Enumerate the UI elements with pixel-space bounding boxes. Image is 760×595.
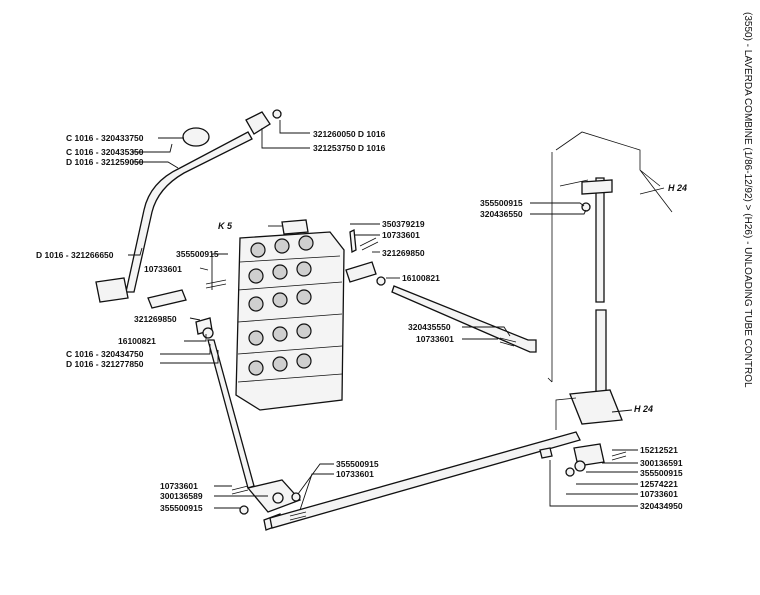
leader-lines <box>128 120 665 511</box>
callout-label: 10733601 <box>640 489 678 499</box>
callout-label: 300136591 <box>640 458 683 468</box>
callout-label: D 1016 - 321259050 <box>66 157 144 167</box>
lever-nut <box>272 109 282 119</box>
callout-label: C 1016 - 320433750 <box>66 133 144 143</box>
callout-label: D 1016 - 321266650 <box>36 250 114 260</box>
callout-labels: C 1016 - 320433750 C 1016 - 320435350 D … <box>36 129 687 513</box>
callout-label: C 1016 - 320435350 <box>66 147 144 157</box>
split-pin-upper <box>499 337 517 347</box>
lower-right-pin-cluster <box>539 443 627 477</box>
callout-label: 350379219 <box>382 219 425 229</box>
callout-label: 320434950 <box>640 501 683 511</box>
callout-label: 321253750 D 1016 <box>313 143 386 153</box>
callout-label: 10733601 <box>382 230 420 240</box>
callout-label: D 1016 - 321277850 <box>66 359 144 369</box>
callout-label: C 1016 - 320434750 <box>66 349 144 359</box>
lever-grip-sleeve <box>245 111 271 135</box>
callout-label: 321269850 <box>134 314 177 324</box>
callout-label: 10733601 <box>336 469 374 479</box>
callout-label: 355500915 <box>160 503 203 513</box>
callout-label: 10733601 <box>160 481 198 491</box>
callout-label: 321269850 <box>382 248 425 258</box>
callout-label: 321260050 D 1016 <box>313 129 386 139</box>
callout-label: 355500915 <box>336 459 379 469</box>
callout-label: 355500915 <box>480 198 523 208</box>
callout-label: 10733601 <box>416 334 454 344</box>
callout-label: 16100821 <box>118 336 156 346</box>
view-label-h24-top: H 24 <box>668 183 687 193</box>
callout-label: 16100821 <box>402 273 440 283</box>
callout-label: 10733601 <box>144 264 182 274</box>
view-label-k5: K 5 <box>218 221 233 231</box>
valve-link-parts <box>195 228 386 339</box>
callout-label: 300136589 <box>160 491 203 501</box>
view-label-h24-mid: H 24 <box>634 404 653 414</box>
callout-label: 355500915 <box>176 249 219 259</box>
callout-label: 12574221 <box>640 479 678 489</box>
bell-crank-assembly <box>231 431 581 531</box>
hand-lever <box>95 109 282 309</box>
page-title: (3550) - LAVERDA COMBINE (1/86-12/92) > … <box>742 12 753 388</box>
lever-handle <box>95 277 129 303</box>
linkage-rod-upper <box>391 285 537 353</box>
callout-label: 320435550 <box>408 322 451 332</box>
callout-label: 15212521 <box>640 445 678 455</box>
callout-label: 355500915 <box>640 468 683 478</box>
callout-label: 320436550 <box>480 209 523 219</box>
lever-knob <box>182 127 210 147</box>
control-valve-block <box>235 219 345 411</box>
right-shaft-assembly <box>547 131 673 430</box>
lever-bracket <box>147 289 187 309</box>
